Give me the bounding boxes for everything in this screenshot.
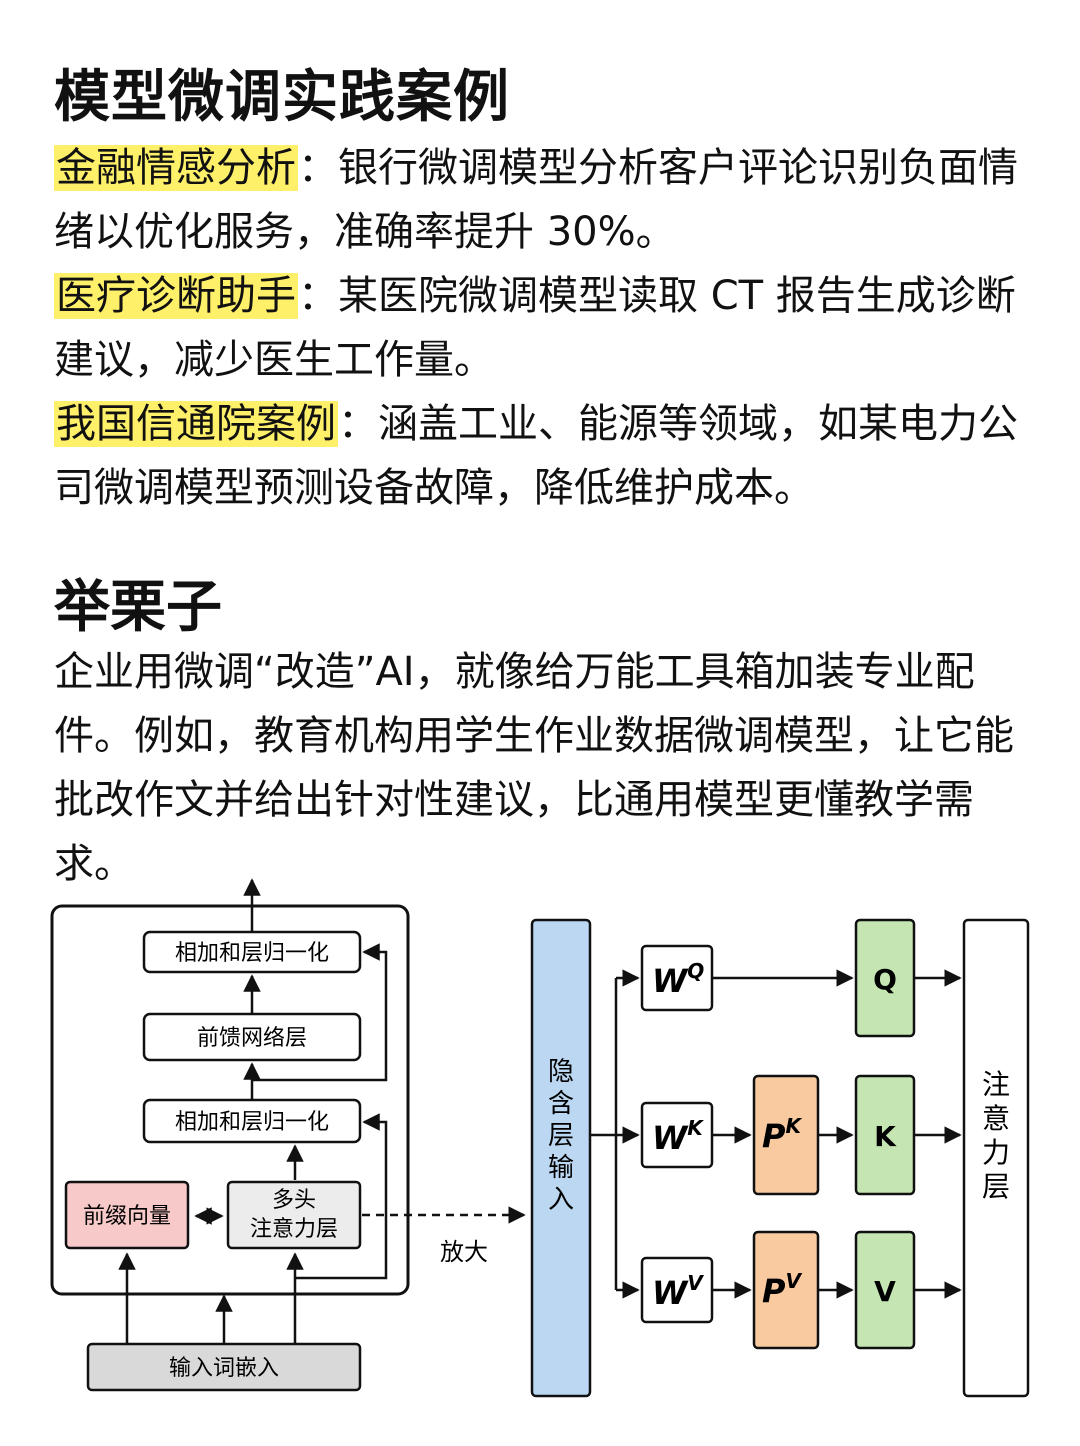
attention-layer-box: [962, 918, 1030, 1398]
mha-label-line1: 多头: [272, 1188, 316, 1213]
case-finance: 金融情感分析：银行微调模型分析客户评论识别负面情绪以优化服务，准确率提升 30%…: [54, 136, 1044, 264]
wk-label: WK: [652, 1116, 704, 1157]
hidden-input-char: 含: [548, 1089, 574, 1119]
case-caict: 我国信通院案例：涵盖工业、能源等领域，如某电力公司微调模型预测设备故障，降低维护…: [54, 392, 1044, 520]
case-label: 我国信通院案例: [54, 401, 338, 447]
residual-top-arrow: [252, 943, 388, 1082]
k-label: K: [874, 1120, 897, 1153]
case-separator: ：: [338, 401, 378, 447]
hidden-input-box: [530, 918, 592, 1398]
attention-char: 力: [982, 1136, 1010, 1169]
v-label: V: [874, 1275, 896, 1308]
wq-label: WQ: [652, 959, 704, 1000]
mha-box: [226, 1180, 362, 1250]
prefix-vector-label: 前缀向量: [83, 1204, 171, 1229]
attention-char: 注: [982, 1068, 1010, 1101]
ffn-label: 前馈网络层: [197, 1026, 307, 1051]
add-norm-bottom-box: [142, 1098, 362, 1144]
mha-label-line2: 注意力层: [250, 1217, 338, 1242]
prefix-tuning-diagram: 相加和层归一化 前馈网络层 相加和层归一化 前缀向量 多头 注意力层 输入词嵌入…: [50, 878, 1030, 1398]
hidden-input-char: 隐: [548, 1057, 574, 1087]
case-label: 医疗诊断助手: [54, 273, 298, 319]
case-separator: ：: [298, 145, 338, 191]
case-text: 某医院微调模型读取 CT 报告生成诊断建议，减少医生工作量。: [54, 273, 1016, 383]
example-heading: 举栗子: [54, 575, 222, 640]
pv-label: PV: [762, 1269, 802, 1310]
q-label: Q: [873, 963, 897, 996]
zoom-label: 放大: [440, 1238, 488, 1266]
ffn-box: [142, 1012, 362, 1062]
case-separator: ：: [298, 273, 338, 319]
attention-char: 层: [982, 1170, 1010, 1203]
input-embedding-box: [86, 1342, 362, 1392]
transformer-block-frame: [50, 904, 410, 1296]
add-norm-top-label: 相加和层归一化: [175, 941, 329, 966]
case-label: 金融情感分析: [54, 145, 298, 191]
input-embedding-label: 输入词嵌入: [169, 1356, 279, 1381]
pk-label: PK: [762, 1114, 802, 1155]
page-title: 模型微调实践案例: [54, 65, 510, 130]
residual-bottom-arrow: [295, 1113, 388, 1280]
wv-label: WV: [652, 1271, 704, 1312]
case-medical: 医疗诊断助手：某医院微调模型读取 CT 报告生成诊断建议，减少医生工作量。: [54, 264, 1044, 392]
prefix-vector-box: [64, 1180, 190, 1250]
case-text: 涵盖工业、能源等领域，如某电力公司微调模型预测设备故障，降低维护成本。: [54, 401, 1018, 511]
hidden-input-char: 输: [548, 1153, 574, 1183]
hidden-input-char: 层: [548, 1121, 574, 1151]
add-norm-bottom-label: 相加和层归一化: [175, 1110, 329, 1135]
hidden-input-char: 入: [548, 1185, 574, 1215]
case-text: 银行微调模型分析客户评论识别负面情绪以优化服务，准确率提升 30%。: [54, 145, 1018, 255]
attention-char: 意: [982, 1102, 1010, 1135]
add-norm-top-box: [142, 930, 362, 974]
example-text: 企业用微调“改造”AI，就像给万能工具箱加装专业配件。例如，教育机构用学生作业数…: [54, 649, 1014, 887]
